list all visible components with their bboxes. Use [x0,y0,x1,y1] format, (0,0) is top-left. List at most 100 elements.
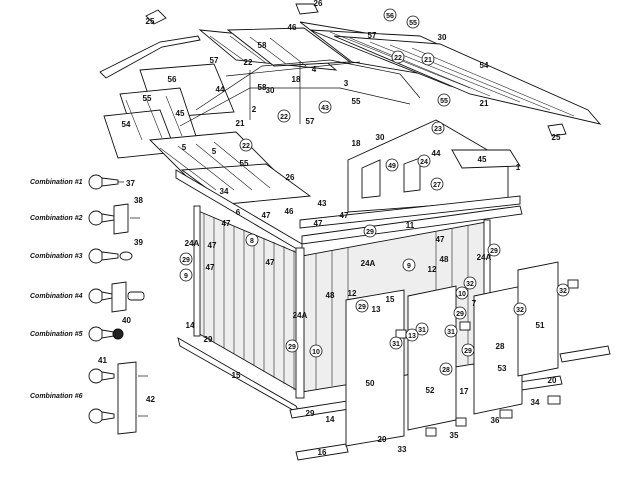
part-number: 22 [391,50,405,64]
part-number-circle [455,286,469,300]
part-number: 58 [258,41,267,50]
part-number: 44 [432,149,441,158]
part-number-circle [415,322,429,336]
part-number: 24A [361,259,376,268]
part-number: 36 [491,416,500,425]
part-number-text: 54 [480,61,489,70]
part-number-circle [417,154,431,168]
part-number-text: 18 [292,75,301,84]
part-number-circle [556,283,570,297]
part-number: 3 [344,79,349,88]
part-number-circle [383,8,397,22]
part-number: 31 [444,324,458,338]
part-number: 35 [450,431,459,440]
part-number-text: 55 [409,20,417,27]
combination-label: Combination #6 [30,393,83,400]
part-number-text: 13 [408,333,416,340]
part-number: 23 [431,121,445,135]
part-number: 28 [439,362,453,376]
part-number: 58 [258,83,267,92]
part-number: 29 [453,306,467,320]
part-number: 53 [498,364,507,373]
part-number: 47 [206,263,215,272]
part-number-text: 43 [321,105,329,112]
part-number-text: 56 [168,75,177,84]
part-number: 4 [312,65,317,74]
part-number-text: 21 [480,99,489,108]
part-number-circle [179,252,193,266]
part-number-text: 47 [208,241,217,250]
part-number: 57 [368,31,377,40]
part-number-text: 20 [378,435,387,444]
part-number-text: 5 [182,143,187,152]
part-number-circle [430,177,444,191]
part-number: 55 [143,94,152,103]
part-number-text: 48 [326,291,335,300]
part-number: 47 [314,219,323,228]
part-number-text: 49 [388,163,396,170]
part-number-text: 2 [252,105,257,114]
part-number-text: 16 [318,448,327,457]
part-number-text: 3 [344,79,349,88]
part-number-text: 32 [516,307,524,314]
part-number: 57 [306,117,315,126]
part-number: 55 [406,15,420,29]
part-number-circle [245,233,259,247]
part-number-text: 55 [240,159,249,168]
part-number-text: 29 [358,304,366,311]
part-number: 13 [372,305,381,314]
combination-label: Combination #2 [30,215,83,222]
part-number-text: 47 [314,219,323,228]
part-number-text: 47 [206,263,215,272]
part-number-circle [463,276,477,290]
part-number: 47 [340,211,349,220]
part-number: 55 [437,93,451,107]
part-number: 11 [406,221,415,230]
part-number-text: 34 [531,398,540,407]
hardware-part-number: 39 [134,238,143,247]
part-number: 29 [355,299,369,313]
part-number: 17 [460,387,469,396]
part-number-text: 46 [285,207,294,216]
part-number-text: 29 [490,248,498,255]
part-number-circle [277,109,291,123]
part-number-text: 29 [306,409,315,418]
part-number: 12 [348,289,357,298]
part-number-text: 24A [361,259,376,268]
part-number: 24A [185,239,200,248]
part-number: 46 [288,23,297,32]
part-number: 24A [293,311,308,320]
part-number: 29 [285,339,299,353]
part-number-text: 55 [352,97,361,106]
screw-bracket-icon [88,281,145,313]
part-number-text: 29 [366,229,374,236]
part-number-circle [453,306,467,320]
part-number-circle [355,299,369,313]
part-number: 30 [438,33,447,42]
part-number-text: 17 [460,387,469,396]
roof-assembly [99,3,602,213]
part-number-text: 28 [496,342,505,351]
part-number: 32 [463,276,477,290]
part-number-text: 50 [366,379,375,388]
part-number: 9 [179,268,193,282]
combination-label: Combination #3 [30,253,83,260]
part-number-text: 31 [418,327,426,334]
part-number-text: 12 [348,289,357,298]
screw-spring-icon [88,248,133,264]
hardware-part-number: 42 [146,395,155,404]
part-number-text: 51 [536,321,545,330]
part-number: 5 [212,147,217,156]
part-number-circle [437,93,451,107]
part-number-text: 54 [122,120,131,129]
part-number-text: 47 [266,258,275,267]
part-number-text: 52 [426,386,435,395]
part-number: 47 [436,235,445,244]
hardware-part-number: 38 [134,196,143,205]
part-number-text: 21 [236,119,245,128]
part-number: 34 [220,187,229,196]
part-number-text: 55 [143,94,152,103]
part-number: 56 [168,75,177,84]
part-number: 27 [430,177,444,191]
